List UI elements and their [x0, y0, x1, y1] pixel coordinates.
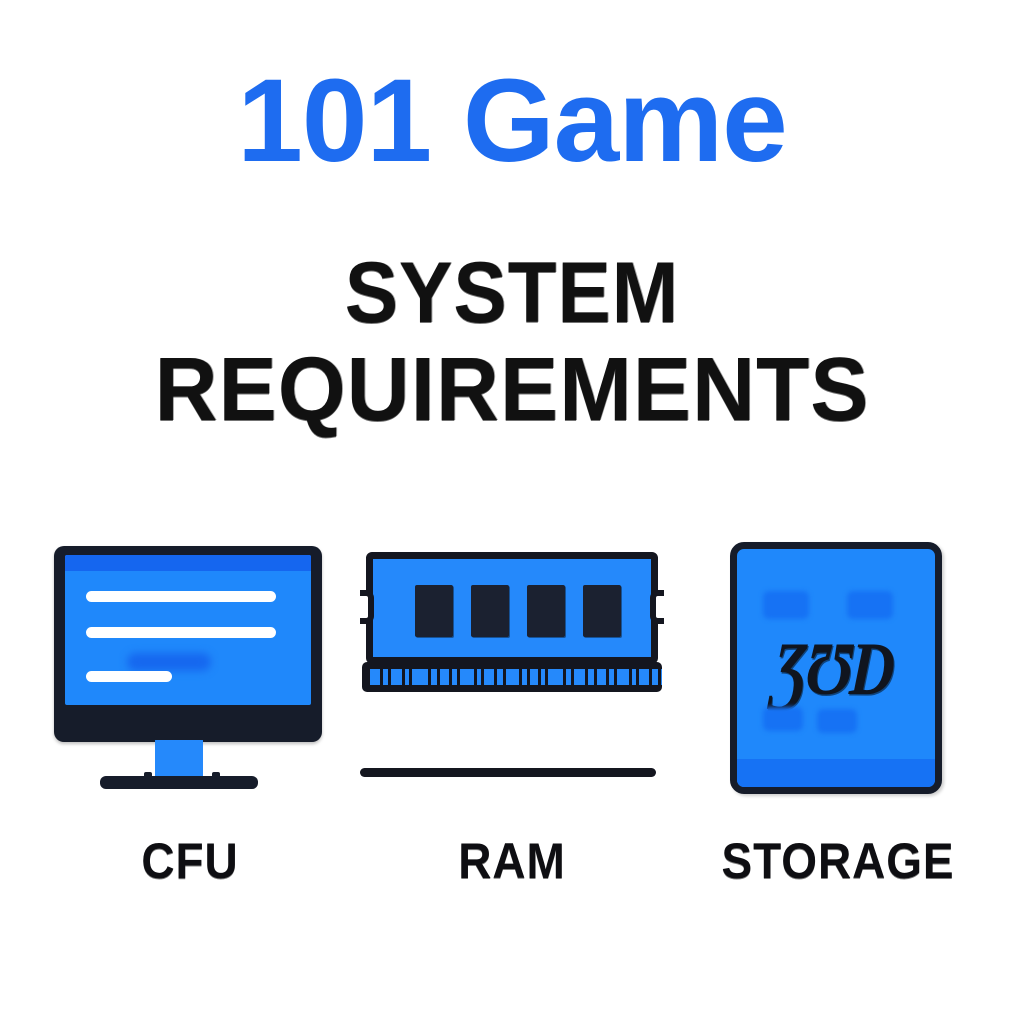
- subtitle-line-system: SYSTEM: [344, 245, 680, 341]
- monitor-stand-neck: [155, 740, 203, 782]
- ram-contact-pin: [431, 669, 437, 685]
- ram-contact-pin: [566, 669, 571, 685]
- monitor-body: [54, 546, 322, 742]
- ram-contact-strip: [362, 662, 662, 692]
- monitor-screen: [65, 555, 311, 705]
- ram-chip: [527, 585, 565, 637]
- spec-item-ram: RAM: [352, 540, 672, 930]
- screen-smudge: [127, 653, 211, 671]
- screen-text-bar: [86, 671, 172, 682]
- title-block: 101 Game: [0, 62, 1024, 180]
- ram-contact-pin: [609, 669, 614, 685]
- ram-pcb: [366, 552, 658, 664]
- spec-icon-row: CFU RAM: [0, 540, 1024, 930]
- screen-text-bar: [86, 627, 276, 638]
- ram-contact-pin: [370, 669, 380, 685]
- ram-contact-pin: [522, 669, 527, 685]
- ram-contact-pin: [477, 669, 481, 685]
- ssd-pad: [763, 591, 809, 619]
- ram-contact-pin: [588, 669, 594, 685]
- ssd-body: ƷƱD: [730, 542, 942, 794]
- screen-text-bar: [86, 591, 276, 602]
- screen-top-strip: [65, 555, 311, 571]
- ram-contact-pin: [412, 669, 428, 685]
- ram-chip: [583, 585, 621, 637]
- ssd-drive-icon: ƷƱD: [688, 540, 988, 820]
- ram-contact-pin: [597, 669, 606, 685]
- ram-stick-icon: [352, 540, 672, 820]
- spec-label-storage: STORAGE: [721, 833, 955, 889]
- ram-underline-bar: [360, 768, 656, 777]
- ram-contact-pin: [574, 669, 585, 685]
- ram-contact-pin: [530, 669, 538, 685]
- ram-contact-pin: [506, 669, 519, 685]
- ram-chip: [471, 585, 509, 637]
- monitor-stand-base: [100, 776, 258, 789]
- ram-contact-pin: [541, 669, 545, 685]
- ram-side-notch: [650, 590, 664, 624]
- ram-contact-pin: [460, 669, 474, 685]
- ram-contact-pin: [661, 669, 662, 685]
- brand-title: 101 Game: [237, 55, 788, 187]
- ram-contact-pin: [452, 669, 457, 685]
- spec-item-cpu: CFU: [40, 540, 340, 930]
- ram-contact-pin: [497, 669, 503, 685]
- ram-contact-pin: [639, 669, 649, 685]
- ram-contact-pin: [632, 669, 636, 685]
- spec-item-storage: ƷƱD STORAGE: [688, 540, 988, 930]
- ram-chip: [415, 585, 453, 637]
- monitor-icon: [40, 540, 340, 820]
- ram-contact-pin: [617, 669, 629, 685]
- ram-contact-pin: [440, 669, 449, 685]
- spec-label-ram: RAM: [458, 833, 566, 889]
- ram-side-notch: [360, 590, 374, 624]
- ssd-pad: [817, 709, 857, 733]
- ram-contact-pin: [383, 669, 388, 685]
- ssd-pad: [763, 707, 803, 731]
- ram-contact-pin: [652, 669, 658, 685]
- ssd-bottom-band: [737, 759, 935, 787]
- ssd-pad: [847, 591, 893, 619]
- ram-contact-pin: [484, 669, 494, 685]
- ssd-face-text: ƷƱD: [771, 628, 896, 712]
- spec-label-cpu: CFU: [141, 833, 239, 889]
- ram-contact-pin: [405, 669, 409, 685]
- ram-module: [360, 552, 664, 692]
- ram-contact-pin: [391, 669, 402, 685]
- ram-contact-pin: [548, 669, 563, 685]
- subtitle-block: SYSTEM REQUIREMENTS: [0, 245, 1024, 440]
- subtitle-line-requirements: REQUIREMENTS: [154, 339, 870, 440]
